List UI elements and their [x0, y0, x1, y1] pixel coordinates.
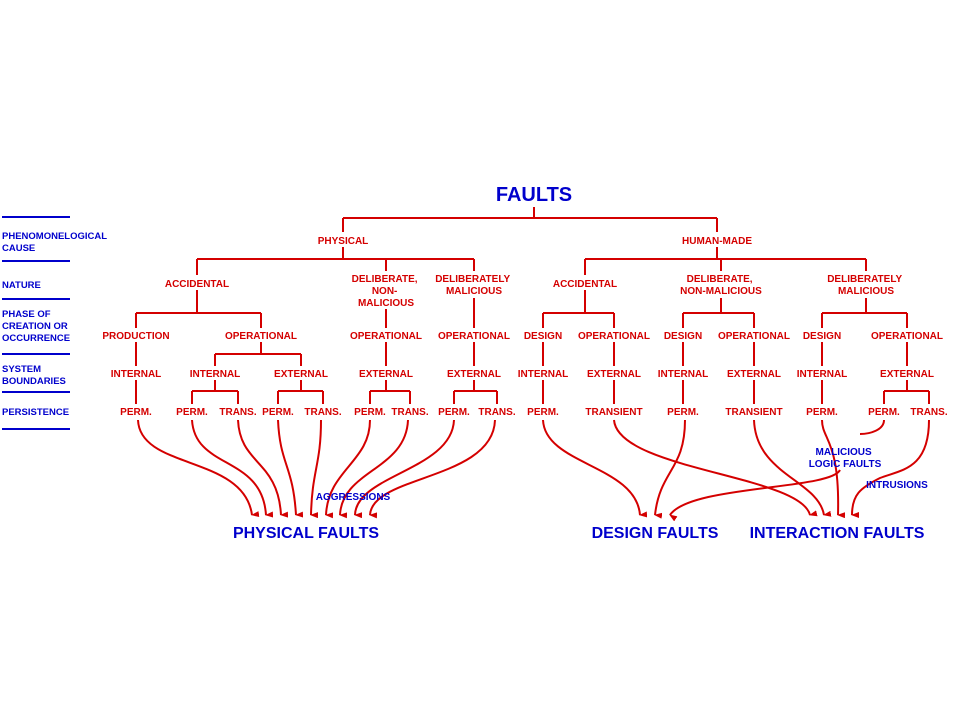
node-design: DESIGN	[664, 331, 702, 342]
node-perm: PERM.	[176, 407, 208, 418]
node-perm: PERM.	[667, 407, 699, 418]
node-external: EXTERNAL	[880, 369, 934, 380]
flow-arrows	[137, 419, 930, 522]
node-production: PRODUCTION	[102, 331, 169, 342]
node-trans: TRANS.	[219, 407, 256, 418]
node-trans: TRANS.	[910, 407, 947, 418]
node-internal: INTERNAL	[190, 369, 241, 380]
node-operational: OPERATIONAL	[350, 331, 422, 342]
category-design-faults: DESIGN FAULTS	[592, 525, 719, 542]
node-external: EXTERNAL	[359, 369, 413, 380]
node-internal: INTERNAL	[111, 369, 162, 380]
persistence-nodes: PERM. PERM. TRANS. PERM. TRANS. PERM. TR…	[120, 407, 948, 418]
node-external: EXTERNAL	[274, 369, 328, 380]
node-human-accidental: ACCIDENTAL	[553, 279, 617, 290]
node-human-deliberately-malicious: DELIBERATELY MALICIOUS	[827, 274, 905, 297]
node-perm: PERM.	[438, 407, 470, 418]
node-trans: TRANS.	[304, 407, 341, 418]
side-label-phase: PHASE OF CREATION OR OCCURRENCE	[2, 309, 70, 344]
node-external: EXTERNAL	[447, 369, 501, 380]
node-physical-deliberate-non-malicious: DELIBERATE, NON- MALICIOUS	[352, 274, 421, 309]
node-human-made: HUMAN-MADE	[682, 236, 752, 247]
node-transient: TRANSIENT	[725, 407, 782, 418]
node-design: DESIGN	[803, 331, 841, 342]
node-operational: OPERATIONAL	[578, 331, 650, 342]
node-operational: OPERATIONAL	[718, 331, 790, 342]
annotation-intrusions: INTRUSIONS	[866, 480, 928, 491]
node-perm: PERM.	[806, 407, 838, 418]
node-physical-deliberately-malicious: DELIBERATELY MALICIOUS	[435, 274, 513, 297]
node-internal: INTERNAL	[658, 369, 709, 380]
side-label-nature: NATURE	[2, 280, 41, 291]
diagram-title: FAULTS	[496, 184, 572, 206]
node-internal: INTERNAL	[518, 369, 569, 380]
node-operational: OPERATIONAL	[225, 331, 297, 342]
annotation-aggressions: AGGRESSIONS	[316, 492, 391, 503]
node-external: EXTERNAL	[587, 369, 641, 380]
node-operational: OPERATIONAL	[871, 331, 943, 342]
node-transient: TRANSIENT	[585, 407, 642, 418]
node-perm: PERM.	[354, 407, 386, 418]
side-label-phenomenological-cause: PHENOMONELOGICAL CAUSE	[2, 231, 110, 254]
tree-connectors	[135, 207, 930, 404]
node-perm: PERM.	[527, 407, 559, 418]
node-perm: PERM.	[262, 407, 294, 418]
node-trans: TRANS.	[478, 407, 515, 418]
side-label-system-boundaries: SYSTEM BOUNDARIES	[2, 364, 66, 387]
annotation-malicious-logic-faults: MALICIOUS LOGIC FAULTS	[809, 447, 882, 470]
side-label-persistence: PERSISTENCE	[2, 407, 69, 418]
node-perm: PERM.	[120, 407, 152, 418]
node-perm: PERM.	[868, 407, 900, 418]
category-physical-faults: PHYSICAL FAULTS	[233, 525, 379, 542]
node-physical-accidental: ACCIDENTAL	[165, 279, 229, 290]
node-external: EXTERNAL	[727, 369, 781, 380]
node-human-deliberate-non-malicious: DELIBERATE, NON-MALICIOUS	[680, 274, 762, 297]
node-trans: TRANS.	[391, 407, 428, 418]
phase-nodes: PRODUCTION OPERATIONAL OPERATIONAL OPERA…	[102, 331, 943, 342]
node-physical: PHYSICAL	[318, 236, 369, 247]
boundary-nodes: INTERNAL INTERNAL EXTERNAL EXTERNAL EXTE…	[111, 369, 934, 380]
category-interaction-faults: INTERACTION FAULTS	[750, 525, 925, 542]
node-internal: INTERNAL	[797, 369, 848, 380]
node-design: DESIGN	[524, 331, 562, 342]
node-operational: OPERATIONAL	[438, 331, 510, 342]
side-labels: PHENOMONELOGICAL CAUSE NATURE PHASE OF C…	[2, 216, 110, 430]
